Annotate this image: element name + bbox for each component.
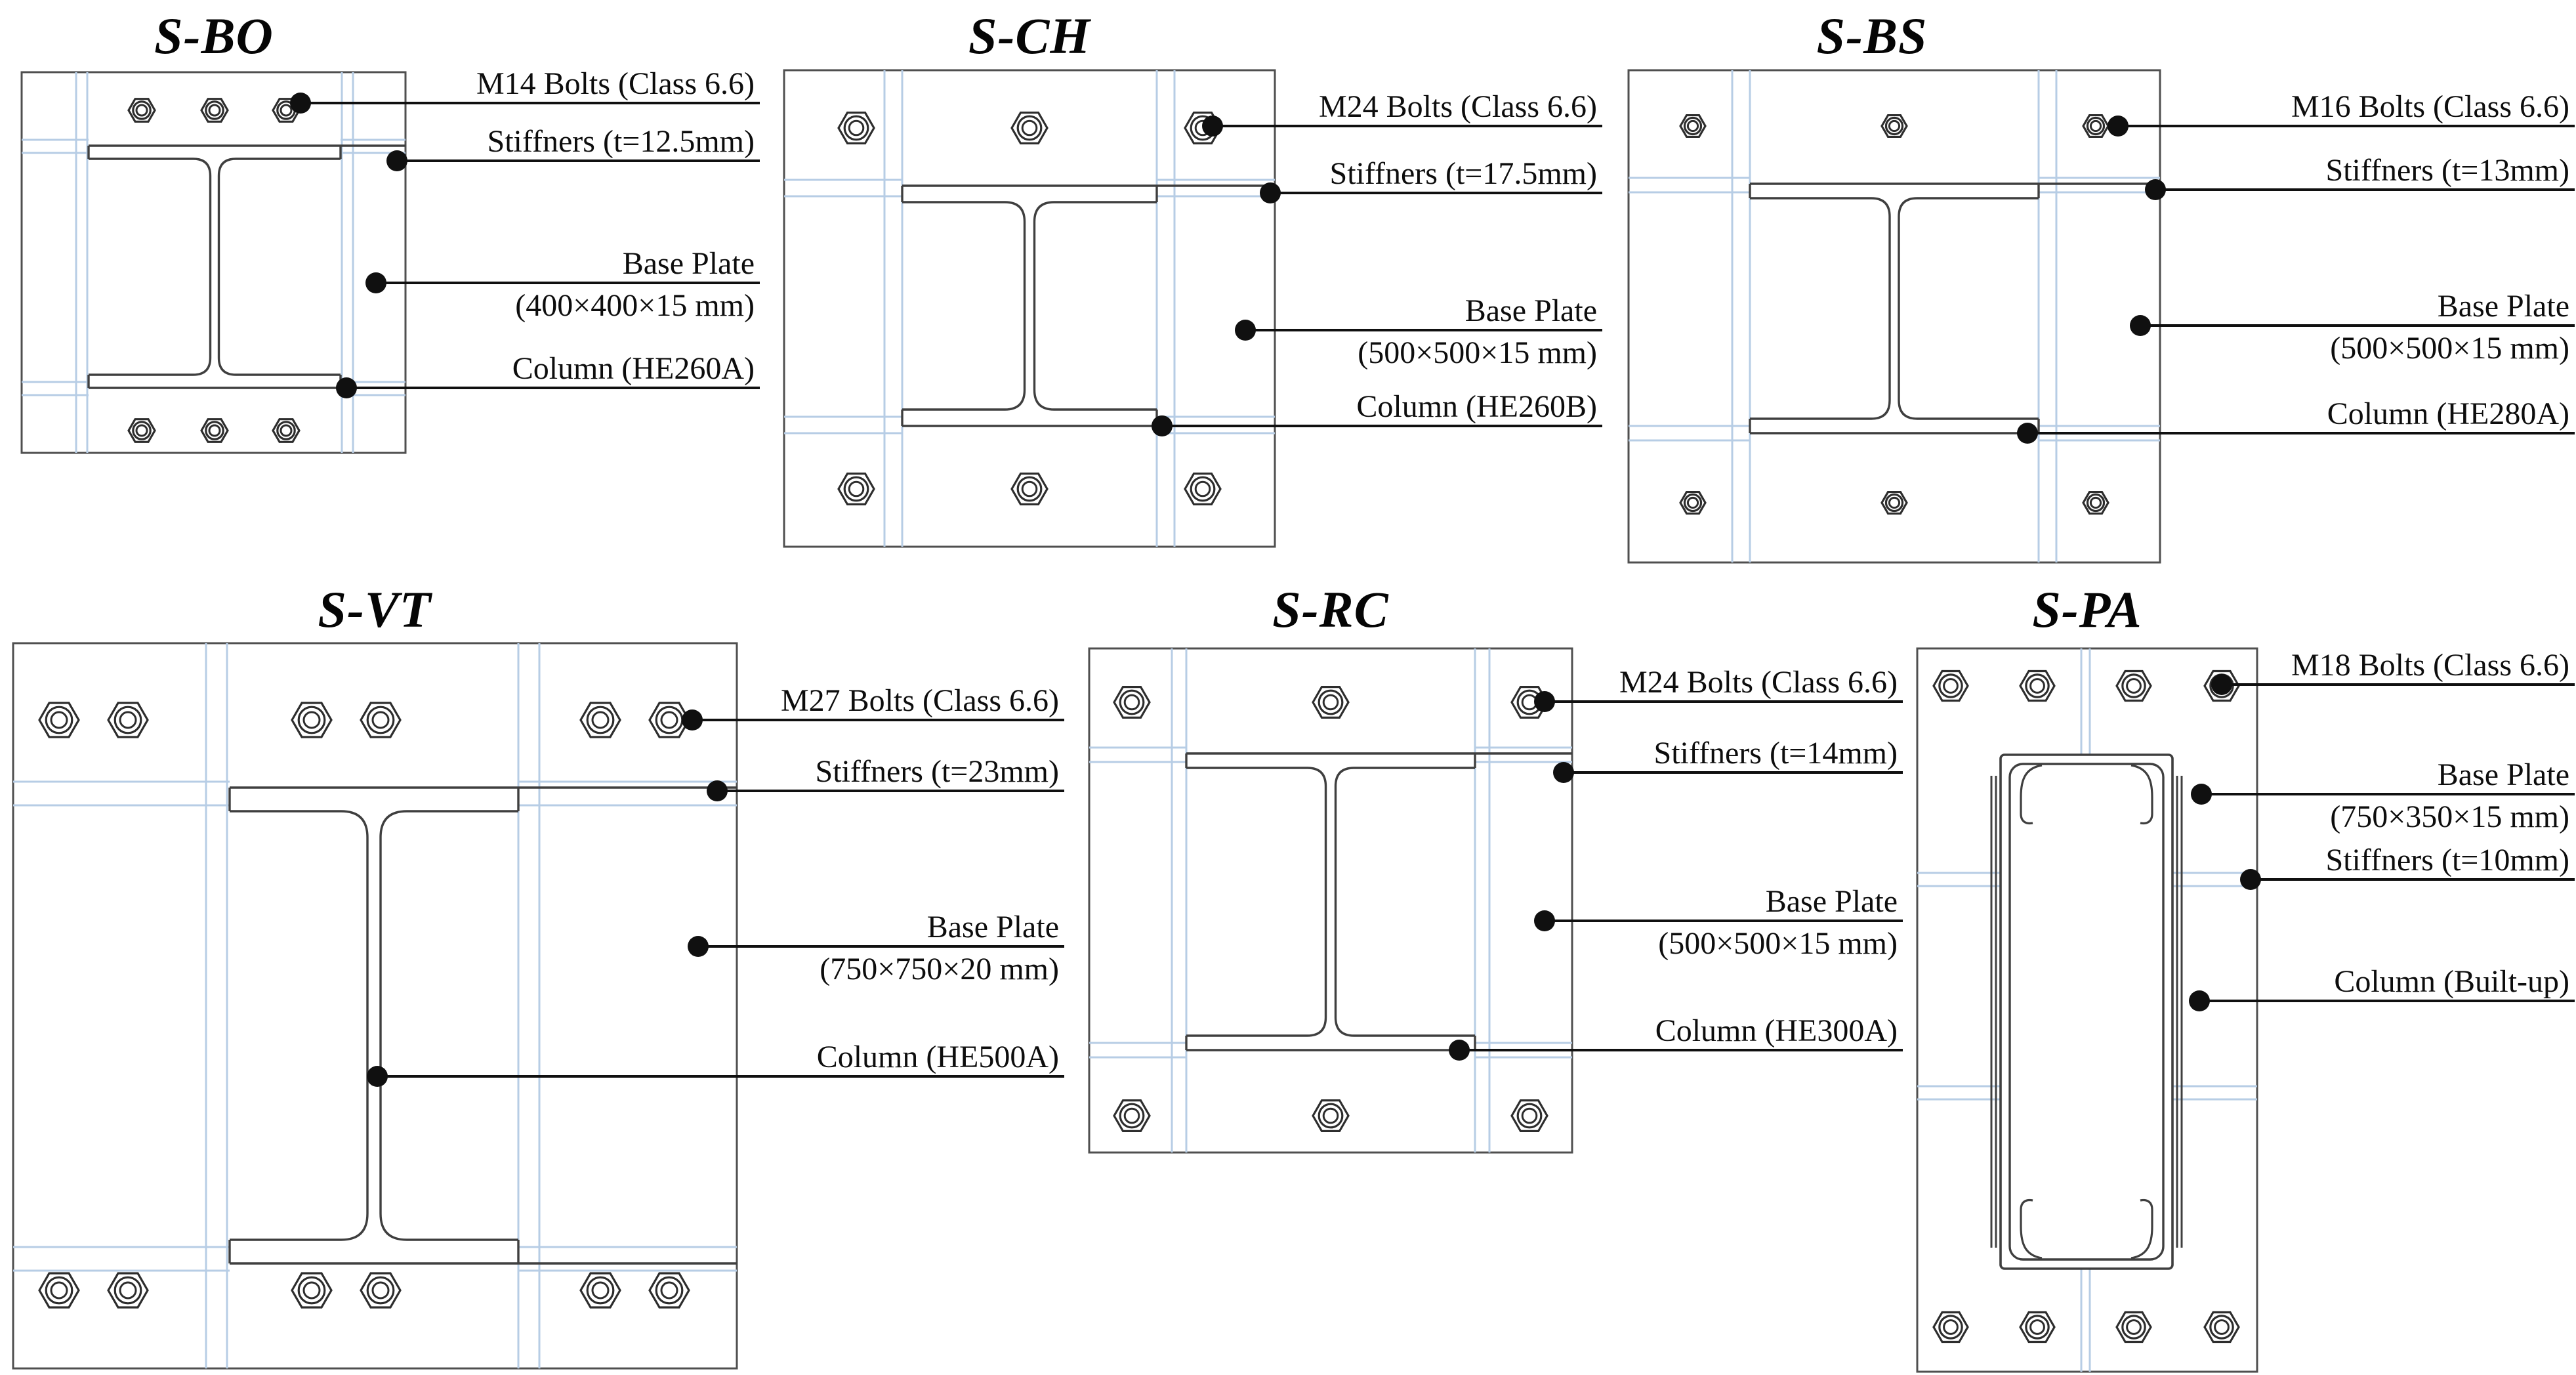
panel-title-s-ch: S-CH: [968, 7, 1091, 64]
annotation-stiffeners-label: Stiffners (t=17.5mm): [1329, 156, 1597, 191]
annotation-baseplate-dims: (500×500×15 mm): [1658, 926, 1898, 961]
annotation-bolts-label: M14 Bolts (Class 6.6): [476, 66, 755, 101]
panel-title-s-bs: S-BS: [1816, 7, 1928, 64]
annotation-bolts-label: M18 Bolts (Class 6.6): [2291, 648, 2569, 683]
annotation-baseplate-label: Base Plate: [926, 910, 1059, 944]
annotation-baseplate-label: Base Plate: [2437, 289, 2569, 324]
panel-title-s-bo: S-BO: [154, 7, 274, 64]
panel-title-s-rc: S-RC: [1272, 581, 1389, 638]
annotation-stiffeners-label: Stiffners (t=10mm): [2325, 843, 2569, 878]
annotation-stiffeners-label: Stiffners (t=13mm): [2325, 153, 2569, 188]
annotation-baseplate-label: Base Plate: [2437, 757, 2569, 792]
annotation-baseplate-label: Base Plate: [1465, 293, 1597, 328]
annotation-bolts-label: M16 Bolts (Class 6.6): [2291, 89, 2569, 124]
annotation-baseplate-dims: (500×500×15 mm): [2330, 331, 2569, 366]
annotation-column-label: Column (HE280A): [2327, 396, 2569, 431]
annotation-baseplate-label: Base Plate: [1765, 884, 1898, 919]
annotation-column-label: Column (Built-up): [2334, 964, 2569, 999]
annotation-column-label: Column (HE300A): [1655, 1013, 1898, 1048]
annotation-column-label: Column (HE260A): [512, 351, 755, 386]
annotation-baseplate-dims: (750×750×20 mm): [820, 952, 1059, 986]
annotation-stiffeners-label: Stiffners (t=23mm): [815, 754, 1059, 789]
annotation-bolts-label: M27 Bolts (Class 6.6): [780, 683, 1059, 718]
annotation-baseplate-label: Base Plate: [622, 246, 755, 281]
panel-title-s-vt: S-VT: [318, 581, 432, 638]
annotation-stiffeners-label: Stiffners (t=12.5mm): [487, 124, 755, 159]
annotation-column-label: Column (HE260B): [1356, 389, 1597, 424]
annotation-bolts-label: M24 Bolts (Class 6.6): [1619, 665, 1898, 700]
annotation-bolts-label: M24 Bolts (Class 6.6): [1318, 89, 1597, 124]
annotation-baseplate-dims: (400×400×15 mm): [515, 288, 755, 323]
annotation-column-label: Column (HE500A): [816, 1040, 1059, 1074]
annotation-baseplate-dims: (500×500×15 mm): [1358, 335, 1597, 370]
panel-title-s-pa: S-PA: [2032, 581, 2142, 638]
annotation-baseplate-dims: (750×350×15 mm): [2330, 799, 2569, 834]
annotation-stiffeners-label: Stiffners (t=14mm): [1653, 736, 1898, 771]
